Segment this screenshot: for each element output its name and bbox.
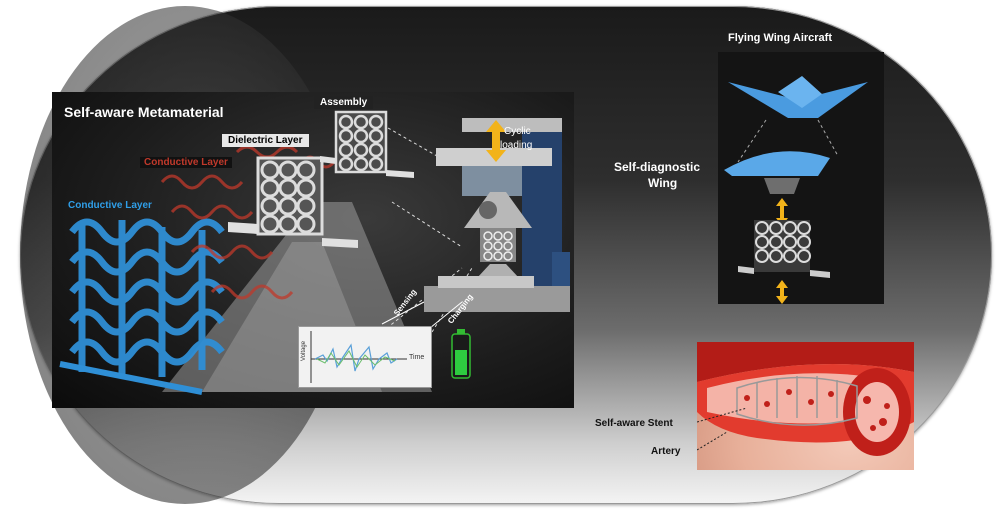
dielectric-layer-label: Dielectric Layer	[222, 134, 309, 147]
self-diagnostic-label-2: Wing	[648, 176, 677, 190]
flying-wing-panel	[718, 52, 884, 304]
assembly-label: Assembly	[314, 96, 373, 109]
stent-illustration	[697, 342, 914, 470]
assembly-lattice	[336, 112, 386, 172]
conductive-layer-red-label: Conductive Layer	[140, 157, 232, 168]
cyclic-label: Cyclic	[504, 126, 531, 137]
voltage-plot: Voltage Time	[298, 326, 432, 388]
loading-label: loading	[500, 140, 532, 151]
time-axis-label: Time	[409, 354, 424, 361]
voltage-axis-label: Voltage	[301, 341, 307, 361]
battery-icon	[452, 329, 470, 378]
dielectric-lattice	[258, 158, 322, 234]
stent-label: Self-aware Stent	[595, 418, 673, 429]
conductive-layer-blue-label: Conductive Layer	[68, 200, 152, 211]
self-diagnostic-label-1: Self-diagnostic	[614, 160, 700, 174]
artery-label: Artery	[651, 446, 680, 457]
flying-wing-illustration	[718, 52, 884, 304]
blue-conductive-layer	[72, 220, 222, 377]
main-title: Self-aware Metamaterial	[64, 104, 224, 120]
flying-wing-title: Flying Wing Aircraft	[728, 32, 832, 44]
stent-panel	[697, 342, 914, 470]
